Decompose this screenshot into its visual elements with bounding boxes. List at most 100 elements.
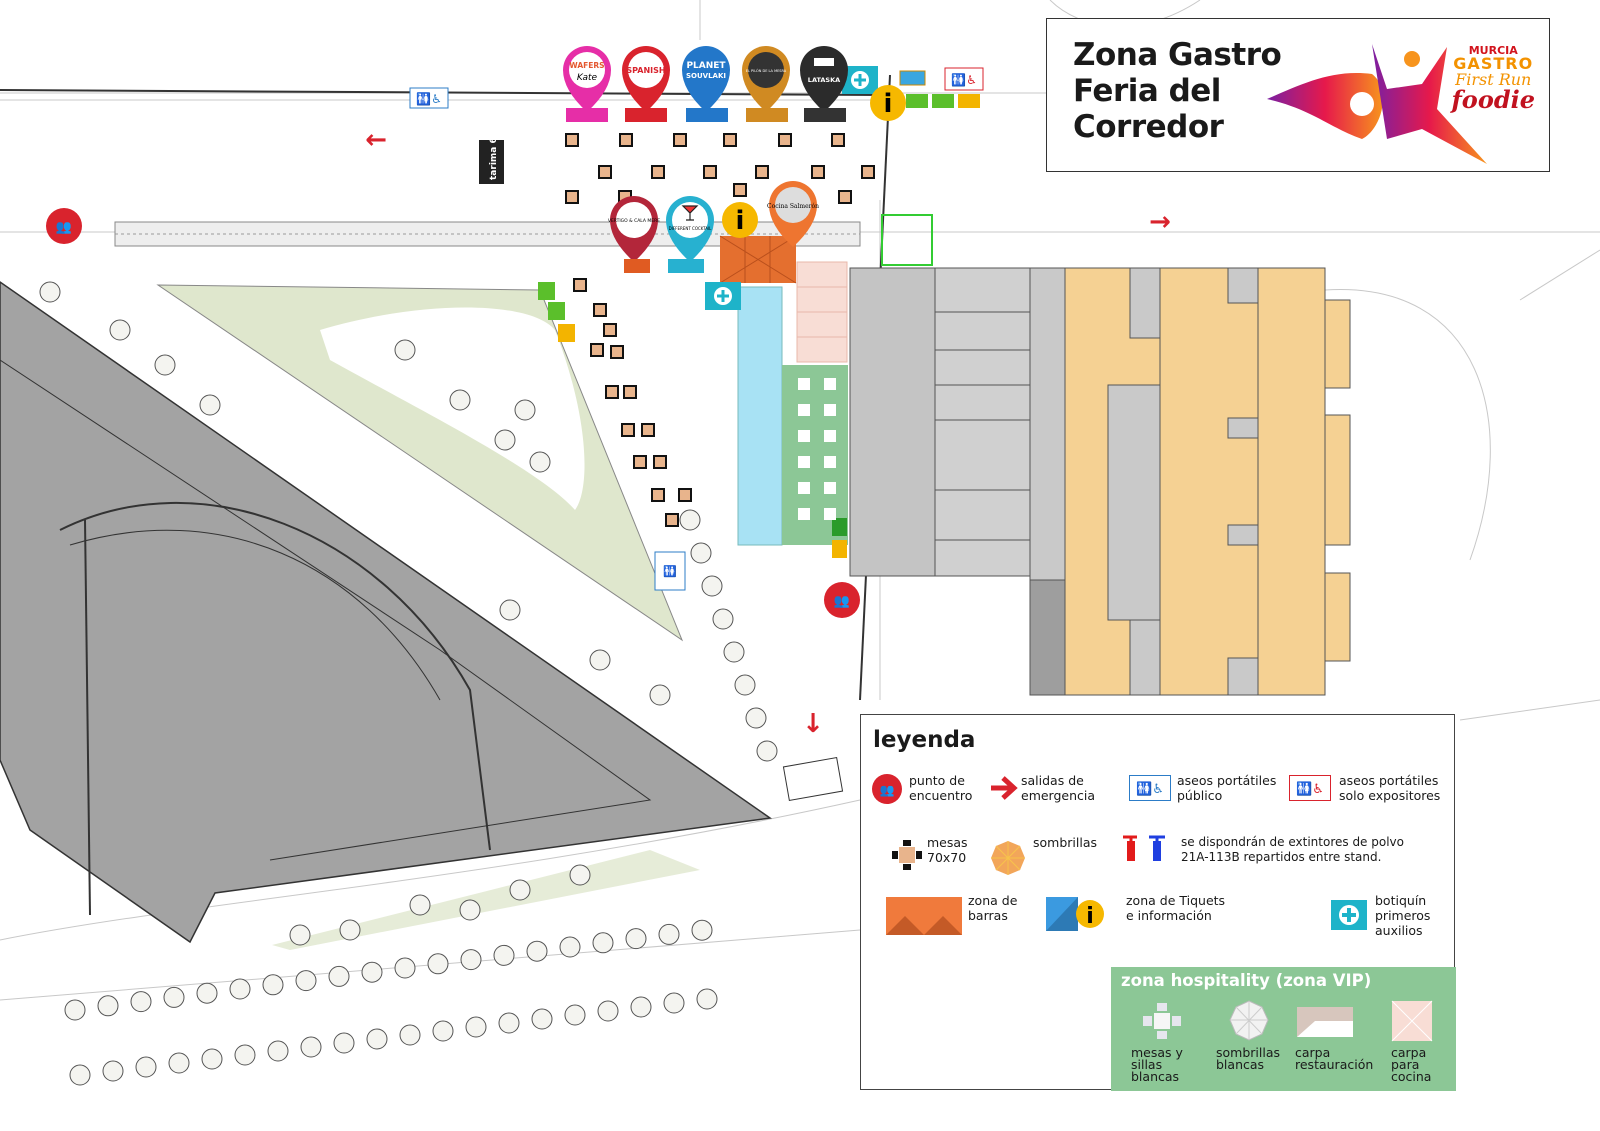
- table-icon: [778, 133, 792, 147]
- food-truck-pin[interactable]: SPANISH: [622, 46, 670, 122]
- tree-icon: [734, 674, 756, 696]
- logo-line: MURCIA: [1468, 44, 1518, 57]
- table-icon: [838, 190, 852, 204]
- title-line: Feria del: [1073, 73, 1221, 109]
- tree-icon: [109, 319, 131, 341]
- public-toilets-icon: 🚻♿: [409, 87, 449, 109]
- table-icon: [703, 165, 717, 179]
- bar-pin[interactable]: Cocina Salmerón: [767, 181, 819, 247]
- table-icon: [723, 133, 737, 147]
- legend-panel: leyenda 👥 punto de encuentro salidas de …: [860, 714, 1456, 1091]
- legend-bar-zone: zona de barras: [886, 893, 1026, 935]
- vip-item-restaurant-tent: carpa restauración: [1295, 999, 1385, 1071]
- svg-text:👥: 👥: [880, 783, 895, 797]
- bar-zone-icon: [886, 897, 962, 935]
- first-aid-icon: [842, 66, 878, 94]
- legend-label: mesas y sillas blancas: [1131, 1045, 1183, 1084]
- event-logo: [1267, 44, 1487, 164]
- tree-icon: [559, 936, 581, 958]
- legend-extinguishers: se dispondrán de extintores de polvo 21A…: [1119, 835, 1419, 865]
- food-truck-pin[interactable]: EL PILÓN DE LA MESRA: [742, 46, 790, 122]
- legend-label: aseos portátiles público: [1177, 773, 1277, 803]
- public-toilets-icon: 🚻: [654, 551, 686, 591]
- tree-icon: [361, 961, 383, 983]
- tree-icon: [333, 1032, 355, 1054]
- white-table-icon: [798, 456, 810, 468]
- legend-title: leyenda: [873, 727, 976, 753]
- legend-label: punto de encuentro: [909, 773, 973, 803]
- tree-icon: [649, 684, 671, 706]
- green-marked-area: [881, 214, 933, 266]
- info-point-icon: i: [870, 85, 906, 121]
- food-truck-pin[interactable]: LATASKA: [800, 46, 848, 122]
- page-title: Zona Gastro Feria del Corredor: [1073, 37, 1282, 145]
- table-icon: [673, 133, 687, 147]
- tree-icon: [102, 1060, 124, 1082]
- tree-icon: [289, 924, 311, 946]
- svg-text:i: i: [884, 89, 893, 119]
- emergency-exit-arrow-icon: ↓: [802, 709, 824, 739]
- table-icon: [651, 488, 665, 502]
- table-icon: [665, 513, 679, 527]
- ticket-booths: [538, 70, 980, 558]
- vip-item-white-umbrellas: sombrillas blancas: [1216, 999, 1291, 1071]
- tree-icon: [201, 1048, 223, 1070]
- white-table-icon: [824, 404, 836, 416]
- tree-icon: [465, 1016, 487, 1038]
- bar-pin[interactable]: VERTIGO & CALA MERE: [608, 196, 660, 273]
- table-icon: [603, 323, 617, 337]
- tree-icon: [701, 575, 723, 597]
- legend-label: sombrillas blancas: [1216, 1045, 1281, 1072]
- tree-icon: [597, 1000, 619, 1022]
- logo-line: First Run: [1455, 70, 1532, 89]
- svg-text:SPANISH: SPANISH: [626, 66, 665, 75]
- fire-extinguisher-icon: [1123, 835, 1165, 861]
- legend-public-toilets: 🚻♿ aseos portátiles público: [1129, 773, 1289, 803]
- tree-icon: [97, 995, 119, 1017]
- white-table-icon: [798, 404, 810, 416]
- tree-icon: [690, 542, 712, 564]
- tree-icon: [493, 944, 515, 966]
- building-outline: [0, 359, 652, 861]
- bench: [782, 756, 844, 802]
- tree-icon: [494, 429, 516, 451]
- white-table-icon: [798, 482, 810, 494]
- tree-icon: [589, 649, 611, 671]
- tree-icon: [663, 992, 685, 1014]
- exhibition-hall: [849, 267, 1351, 696]
- table-icon: [831, 133, 845, 147]
- tree-icon: [745, 707, 767, 729]
- white-table-icon: [824, 508, 836, 520]
- tree-icon: [69, 1064, 91, 1086]
- umbrella-icon: [991, 841, 1025, 875]
- white-table-icon: [798, 508, 810, 520]
- svg-text:DIFFERENT COCKTAIL: DIFFERENT COCKTAIL: [669, 226, 712, 231]
- stage-label: tarima 6x4: [489, 125, 499, 180]
- tree-icon: [459, 899, 481, 921]
- tree-icon: [394, 957, 416, 979]
- tree-icon: [135, 1056, 157, 1078]
- table-icon: [590, 343, 604, 357]
- tree-icon: [199, 394, 221, 416]
- tree-icon: [460, 949, 482, 971]
- title-line: Zona Gastro: [1073, 37, 1282, 73]
- legend-label: mesas 70x70: [927, 835, 968, 865]
- public-toilets-icon: 🚻♿: [1129, 775, 1171, 801]
- tree-icon: [509, 879, 531, 901]
- water-feature: [737, 286, 783, 546]
- svg-text:👥: 👥: [834, 594, 850, 609]
- tree-icon: [592, 932, 614, 954]
- tree-icon: [756, 740, 778, 762]
- tree-icon: [432, 1020, 454, 1042]
- legend-emergency-exits: salidas de emergencia: [989, 773, 1119, 803]
- bar-pin[interactable]: DIFFERENT COCKTAIL: [666, 196, 714, 273]
- tree-icon: [339, 919, 361, 941]
- svg-text:🚻♿: 🚻♿: [1136, 781, 1164, 797]
- table-icon: [619, 133, 633, 147]
- building-wall: [84, 519, 91, 916]
- tree-icon: [498, 1012, 520, 1034]
